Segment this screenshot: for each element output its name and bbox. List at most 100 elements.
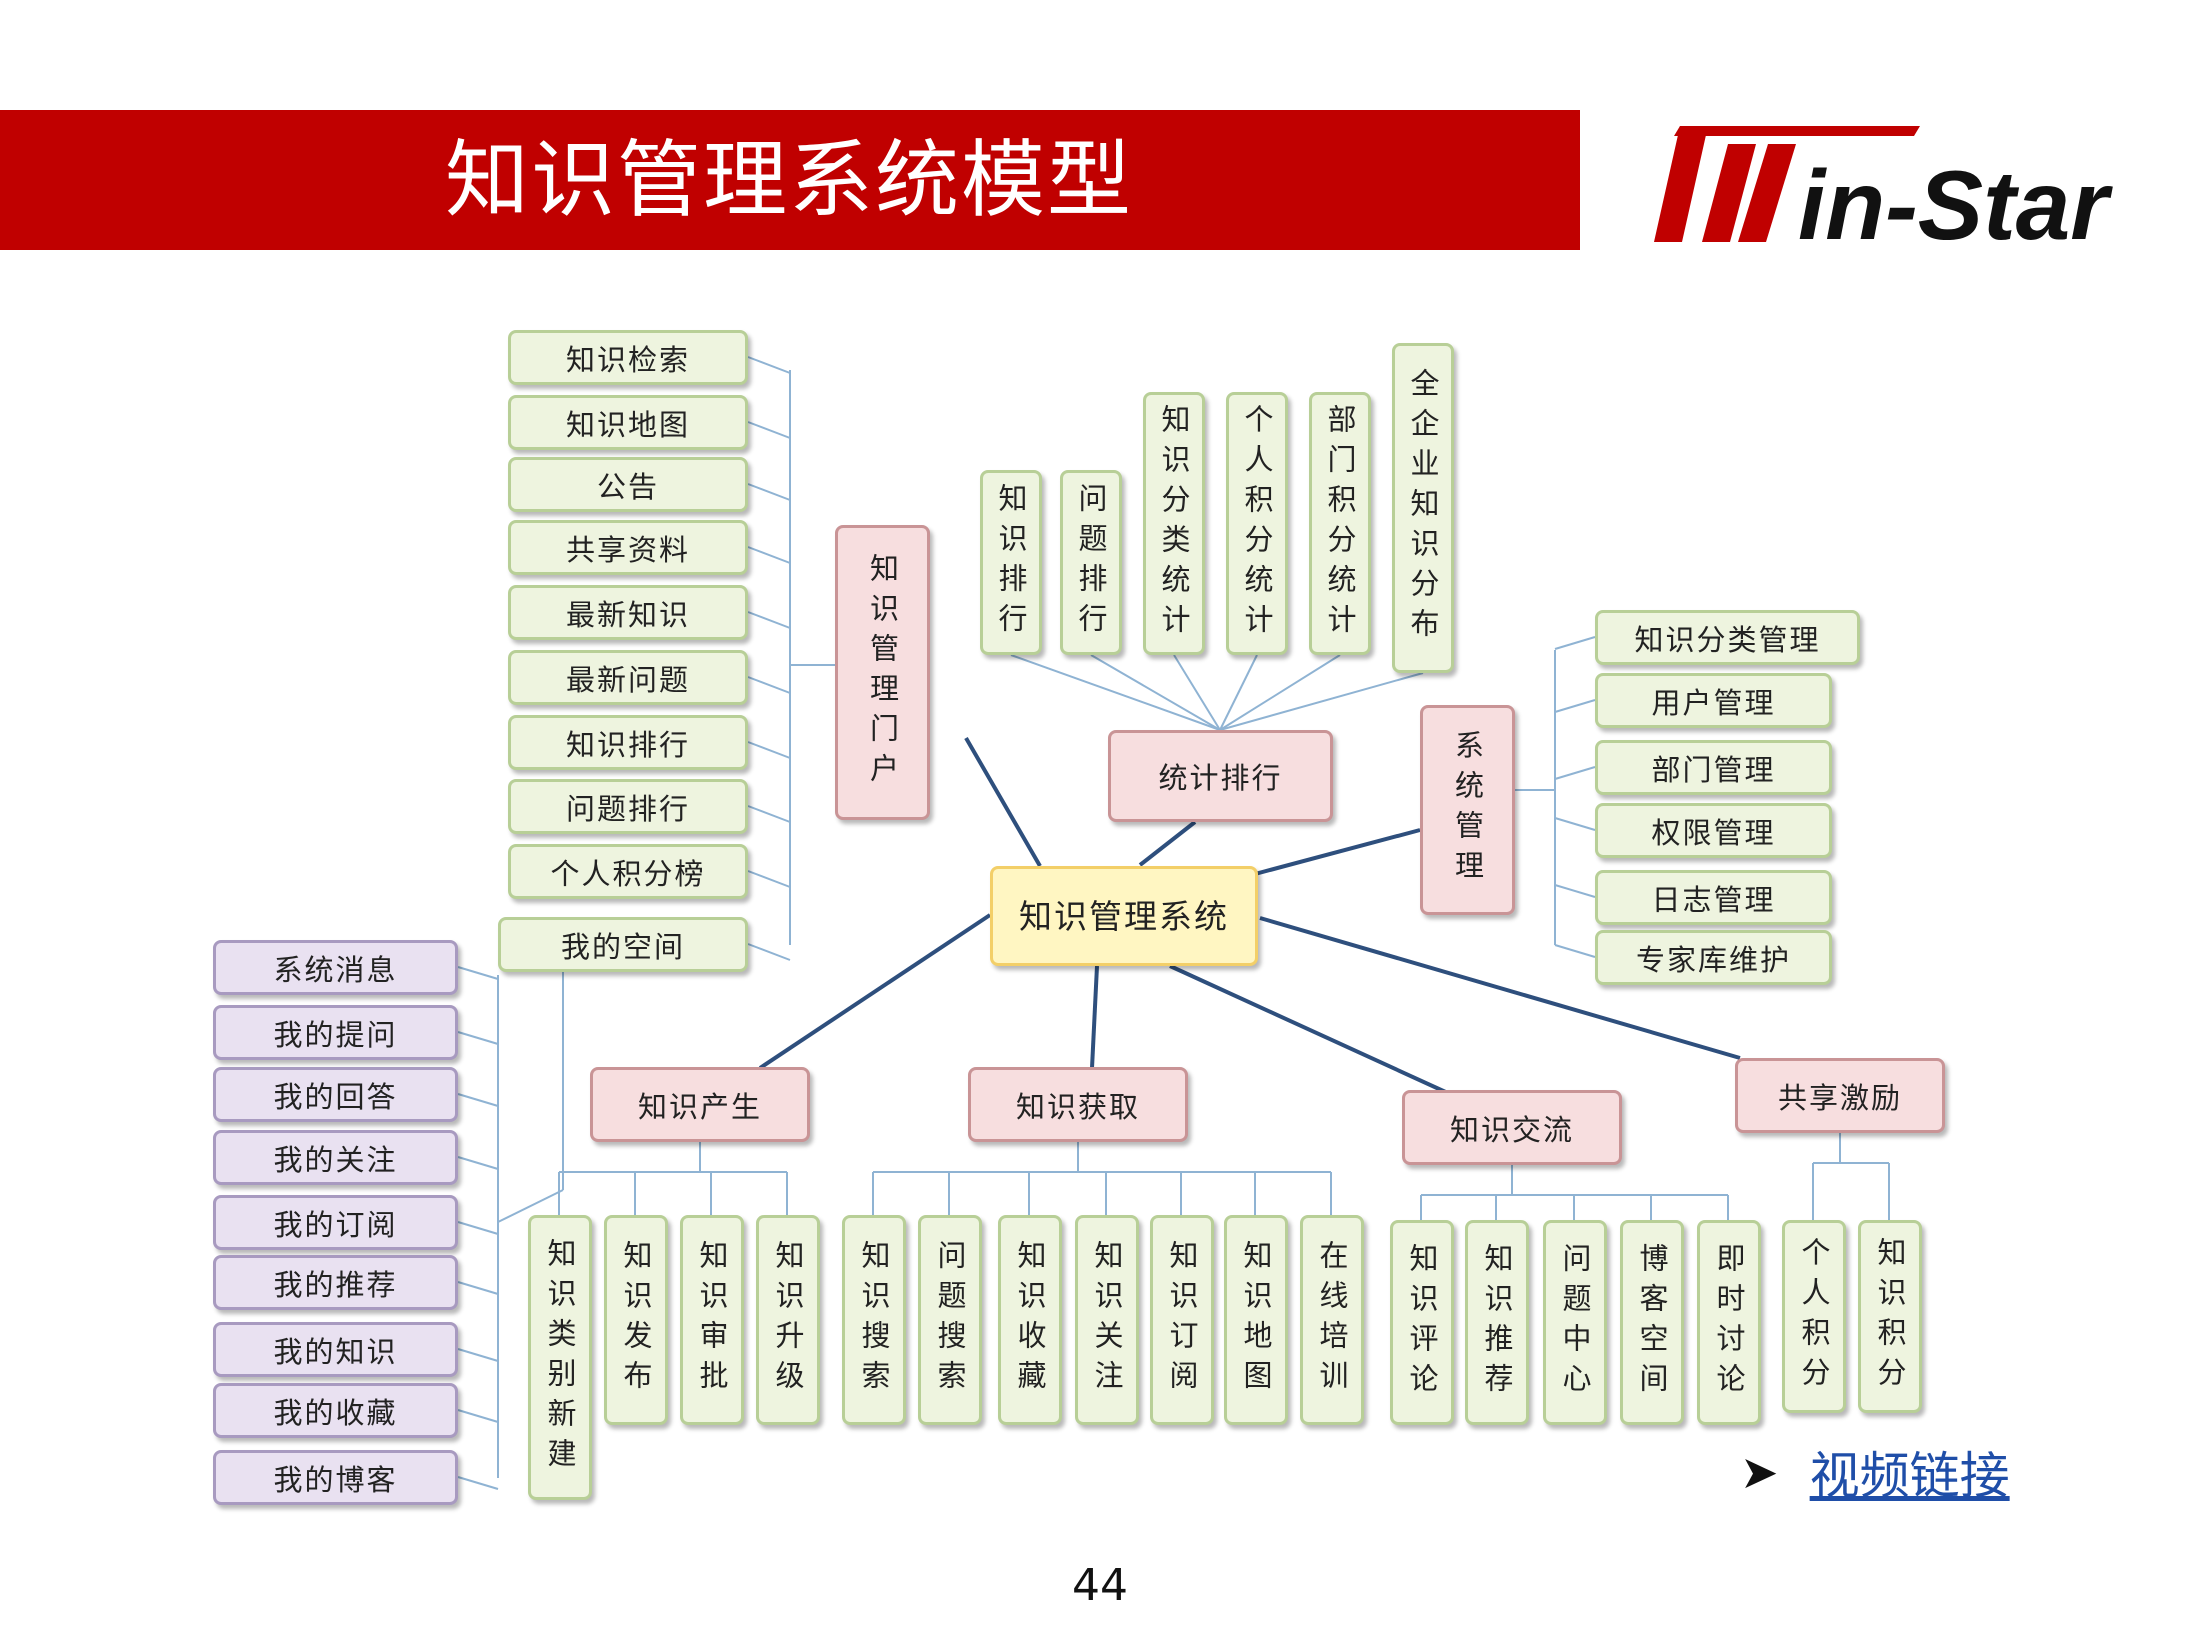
- branch-produce: 知识产生: [590, 1067, 810, 1142]
- exchange-item: 博客空间: [1620, 1220, 1684, 1425]
- win-star-logo: in-Star: [1630, 116, 2190, 260]
- connector-stats: [1138, 820, 1197, 867]
- incentive-item: 知识积分: [1858, 1220, 1922, 1413]
- video-link[interactable]: ➤ 视频链接: [1740, 1436, 2010, 1508]
- portal-item: 知识检索: [508, 330, 748, 385]
- acquire-item: 知识订阅: [1150, 1215, 1214, 1425]
- portal-item: 知识地图: [508, 395, 748, 450]
- sysmgmt-item-link: [1554, 884, 1596, 898]
- portal-item-link: [747, 805, 791, 823]
- my-space-item-link: [457, 1281, 499, 1295]
- sysmgmt-item: 用户管理: [1595, 673, 1832, 728]
- stats-item-link: [1219, 654, 1258, 731]
- portal-item-link: [747, 483, 791, 501]
- portal-item-link: [747, 870, 791, 888]
- my-space-item: 我的知识: [213, 1322, 458, 1377]
- stats-item-link: [1219, 672, 1424, 731]
- portal-item: 最新知识: [508, 585, 748, 640]
- my-space-join: [497, 1189, 564, 1223]
- my-space-item-link: [457, 1476, 499, 1490]
- my-space-item: 我的推荐: [213, 1255, 458, 1310]
- produce-item: 知识审批: [680, 1215, 744, 1425]
- exchange-item: 知识推荐: [1465, 1220, 1529, 1425]
- sysmgmt-item-link: [1554, 944, 1596, 958]
- connector-exchange: [1169, 964, 1451, 1096]
- portal-item: 我的空间: [498, 917, 748, 972]
- arrow-bullet-icon: ➤: [1740, 1445, 1779, 1499]
- portal-item: 知识排行: [508, 715, 748, 770]
- branch-portal: 知识管理门户: [835, 525, 930, 820]
- branch-stats: 统计排行: [1108, 730, 1333, 822]
- my-space-item-link: [457, 1031, 499, 1045]
- stats-item-link: [1090, 654, 1221, 731]
- my-space-item: 我的回答: [213, 1067, 458, 1122]
- branch-exchange: 知识交流: [1402, 1090, 1622, 1165]
- produce-item: 知识发布: [604, 1215, 668, 1425]
- stats-item-link: [1219, 654, 1341, 731]
- video-link-text[interactable]: 视频链接: [1809, 1447, 2010, 1505]
- exchange-item: 问题中心: [1543, 1220, 1607, 1425]
- portal-item-link: [747, 356, 791, 374]
- my-space-item-link: [457, 1093, 499, 1107]
- acquire-item: 知识地图: [1224, 1215, 1288, 1425]
- my-space-item-link: [457, 966, 499, 980]
- stats-item-link: [1173, 654, 1221, 731]
- portal-item-link: [747, 546, 791, 564]
- sysmgmt-item-link: [1554, 817, 1596, 831]
- my-space-item: 我的博客: [213, 1450, 458, 1505]
- my-space-item-link: [457, 1409, 499, 1423]
- stats-item: 全企业知识分布: [1392, 343, 1454, 673]
- acquire-item: 知识搜索: [842, 1215, 906, 1425]
- my-space-item: 我的订阅: [213, 1195, 458, 1250]
- portal-item-link: [747, 611, 791, 629]
- sysmgmt-item-link: [1554, 699, 1596, 713]
- stats-item: 个人积分统计: [1226, 392, 1288, 655]
- my-space-item-link: [457, 1348, 499, 1362]
- my-space-item: 我的收藏: [213, 1383, 458, 1438]
- portal-item: 最新问题: [508, 650, 748, 705]
- connector-portal: [964, 736, 1042, 868]
- my-space-item: 系统消息: [213, 940, 458, 995]
- connector-produce: [758, 913, 992, 1070]
- sysmgmt-item: 权限管理: [1595, 803, 1832, 858]
- slide-title: 知识管理系统模型: [445, 131, 1134, 229]
- acquire-item: 知识收藏: [998, 1215, 1062, 1425]
- sysmgmt-item: 知识分类管理: [1595, 610, 1860, 665]
- title-bar: [0, 110, 1580, 250]
- portal-item: 公告: [508, 457, 748, 512]
- branch-incentive: 共享激励: [1735, 1058, 1945, 1133]
- sysmgmt-item-link: [1554, 766, 1596, 780]
- hub-node: 知识管理系统: [990, 866, 1258, 966]
- stats-item: 部门积分统计: [1309, 392, 1371, 655]
- my-space-item: 我的关注: [213, 1130, 458, 1185]
- branch-acquire: 知识获取: [968, 1067, 1188, 1142]
- sysmgmt-item: 专家库维护: [1595, 930, 1832, 985]
- acquire-item: 知识关注: [1075, 1215, 1139, 1425]
- my-space-item: 我的提问: [213, 1005, 458, 1060]
- incentive-item: 个人积分: [1782, 1220, 1846, 1413]
- logo-graphic: in-Star: [1654, 126, 2113, 260]
- my-space-item-link: [457, 1221, 499, 1235]
- portal-item-link: [747, 741, 791, 759]
- portal-item: 问题排行: [508, 779, 748, 834]
- portal-item-link: [747, 676, 791, 694]
- page-number: 44: [1072, 1560, 1128, 1611]
- my-space-item-link: [457, 1156, 499, 1170]
- connector-incentive: [1259, 916, 1741, 1060]
- stats-item: 知识排行: [980, 470, 1042, 655]
- stats-item: 知识分类统计: [1143, 392, 1205, 655]
- logo-wordmark: in-Star: [1798, 150, 2113, 256]
- acquire-item: 问题搜索: [918, 1215, 982, 1425]
- logo-mark: [1654, 126, 1920, 242]
- exchange-item: 知识评论: [1390, 1220, 1454, 1425]
- portal-item-link: [747, 421, 791, 439]
- sysmgmt-item: 日志管理: [1595, 870, 1832, 925]
- portal-item: 个人积分榜: [508, 844, 748, 899]
- stats-item-link: [1010, 654, 1221, 731]
- branch-sysmgmt: 系统管理: [1420, 705, 1515, 915]
- sysmgmt-item: 部门管理: [1595, 740, 1832, 795]
- exchange-item: 即时讨论: [1697, 1220, 1761, 1425]
- stats-item: 问题排行: [1060, 470, 1122, 655]
